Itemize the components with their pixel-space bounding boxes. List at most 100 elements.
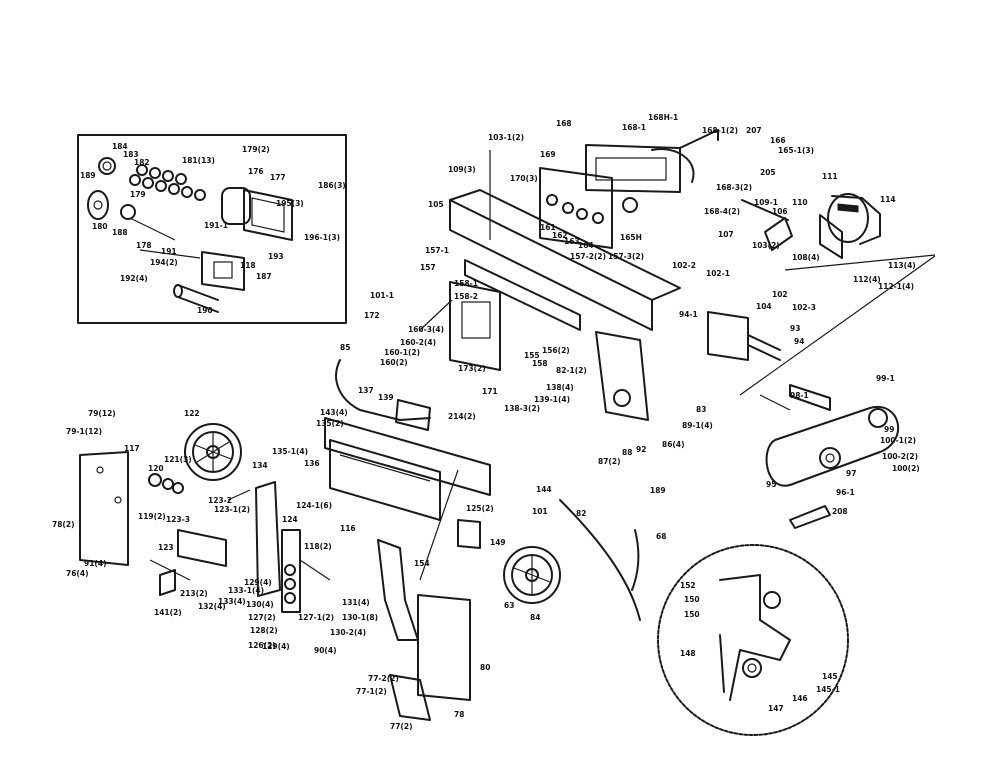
label-111: 111 (822, 172, 838, 181)
label-150b: 150 (684, 610, 700, 619)
label-157-1: 157-1 (425, 246, 449, 255)
label-191-1: 191-1 (204, 221, 228, 230)
label-87: 87(2) (598, 457, 621, 466)
label-97: 97 (846, 469, 856, 478)
label-117: 117 (124, 444, 140, 453)
label-77-2: 77-2(2) (368, 674, 399, 683)
label-107: 107 (718, 230, 734, 239)
label-68: 68 (656, 532, 666, 541)
label-131: 131(4) (342, 598, 370, 607)
label-190: 190 (197, 306, 213, 315)
label-207: 207 (746, 126, 762, 135)
label-168-4: 168-4(2) (704, 207, 740, 216)
motor (741, 193, 881, 259)
label-181: 181(13) (182, 156, 215, 165)
label-205: 205 (760, 168, 776, 177)
label-138-3: 138-3(2) (504, 404, 540, 413)
detail-circle (657, 544, 849, 736)
label-80: 80 (480, 663, 490, 672)
label-145-1: 145-1 (816, 685, 840, 694)
label-208: 208 (832, 507, 848, 516)
label-96-1: 96-1 (836, 488, 855, 497)
label-143: 143(4) (320, 408, 348, 417)
label-180: 180 (92, 222, 108, 231)
label-103-2: 103(2) (752, 241, 780, 250)
label-179b: 179(2) (242, 145, 270, 154)
label-102: 102 (772, 290, 788, 299)
label-99: 99 (884, 425, 894, 434)
label-172: 172 (364, 311, 380, 320)
label-187: 187 (256, 272, 272, 281)
label-102-3: 102-3 (792, 303, 816, 312)
label-171: 171 (482, 387, 498, 396)
label-177: 177 (270, 173, 286, 182)
label-158-1: 158-1 (454, 279, 478, 288)
label-109-1: 109-1 (754, 198, 778, 207)
label-123-3: 123-3 (166, 515, 190, 524)
label-90: 90(4) (314, 646, 337, 655)
label-63: 63 (504, 601, 514, 610)
label-109: 109(3) (448, 165, 476, 174)
label-110: 110 (792, 198, 808, 207)
label-145: 145 (822, 672, 838, 681)
label-124: 124 (282, 515, 298, 524)
label-150: 150 (684, 595, 700, 604)
label-149: 149 (490, 538, 506, 547)
label-86: 86(4) (662, 440, 685, 449)
lower-center-assembly (159, 481, 641, 721)
label-84: 84 (530, 613, 540, 622)
label-130-1: 130-1(8) (342, 613, 378, 622)
label-158: 158 (532, 359, 548, 368)
label-160-3: 160-3(4) (408, 325, 444, 334)
label-170: 170(3) (510, 174, 538, 183)
label-123-2: 123-2 (208, 496, 232, 505)
label-101-1: 101-1 (370, 291, 394, 300)
label-165h: 165H (620, 233, 642, 242)
label-129: 129(4) (244, 578, 272, 587)
label-82: 82 (576, 509, 586, 518)
label-79: 79(12) (88, 409, 116, 418)
label-100-1: 100-1(2) (880, 436, 916, 445)
label-95: 95 (766, 480, 776, 489)
label-184: 184 (112, 142, 128, 151)
control-box (539, 129, 719, 249)
label-135: 135(2) (316, 419, 344, 428)
label-168h: 168H-1 (648, 113, 678, 122)
label-179: 179 (130, 190, 146, 199)
label-160-2: 160-2(4) (400, 338, 436, 347)
label-113: 113(4) (888, 261, 916, 270)
label-152: 152 (680, 581, 696, 590)
label-130-2: 130-2(4) (330, 628, 366, 637)
label-161: 161 (540, 223, 556, 232)
label-141: 141(2) (154, 608, 182, 617)
label-92: 92 (636, 445, 646, 454)
label-132: 132(4) (198, 602, 226, 611)
label-136: 136 (304, 459, 320, 468)
label-129b: 129(4) (262, 642, 290, 651)
inset-drive-assembly (77, 134, 347, 324)
label-78b: 78 (454, 710, 464, 719)
label-77-1: 77-1(2) (356, 687, 387, 696)
label-196: 196-1(3) (304, 233, 340, 242)
part-labels: 184 183 182 181(13) 179(2) 176 177 186(3… (52, 113, 920, 731)
label-178: 178 (136, 241, 152, 250)
label-130: 130(4) (246, 600, 274, 609)
label-79-1: 79-1(12) (66, 427, 102, 436)
label-98-1: 98-1 (790, 391, 809, 400)
label-102-2: 102-2 (672, 261, 696, 270)
label-139-1: 139-1(4) (534, 395, 570, 404)
label-108: 108(4) (792, 253, 820, 262)
label-133-1: 133-1(4) (228, 586, 264, 595)
label-182: 182 (134, 158, 150, 167)
label-106: 106 (772, 207, 788, 216)
label-76: 76(4) (66, 569, 89, 578)
label-78: 78(2) (52, 520, 75, 529)
label-157-3: 157-3(2) (608, 252, 644, 261)
label-128: 128(2) (250, 626, 278, 635)
left-plate-and-wheel (79, 423, 242, 566)
label-133: 133(4) (218, 597, 246, 606)
label-127-1: 127-1(2) (298, 613, 334, 622)
label-162: 162 (552, 231, 568, 240)
label-105: 105 (428, 200, 444, 209)
